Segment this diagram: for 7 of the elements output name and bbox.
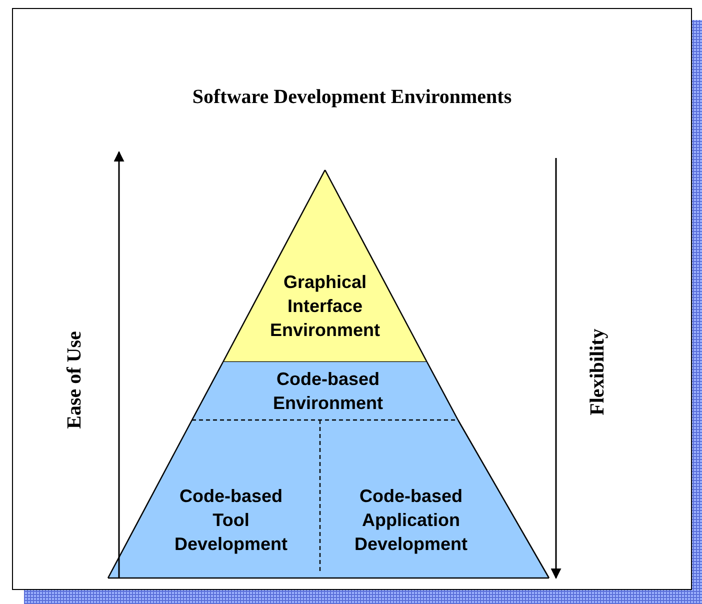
segment-label: Code-based Environment: [272, 368, 384, 415]
segment-label: Code-based Application Development: [353, 485, 469, 556]
axis-label: Flexibility: [586, 328, 610, 416]
segment-label: Graphical Interface Environment: [268, 271, 381, 342]
diagram-title: Software Development Environments: [191, 86, 513, 109]
segment-label: Code-based Tool Development: [173, 485, 289, 556]
axis-label: Ease of Use: [64, 331, 86, 429]
